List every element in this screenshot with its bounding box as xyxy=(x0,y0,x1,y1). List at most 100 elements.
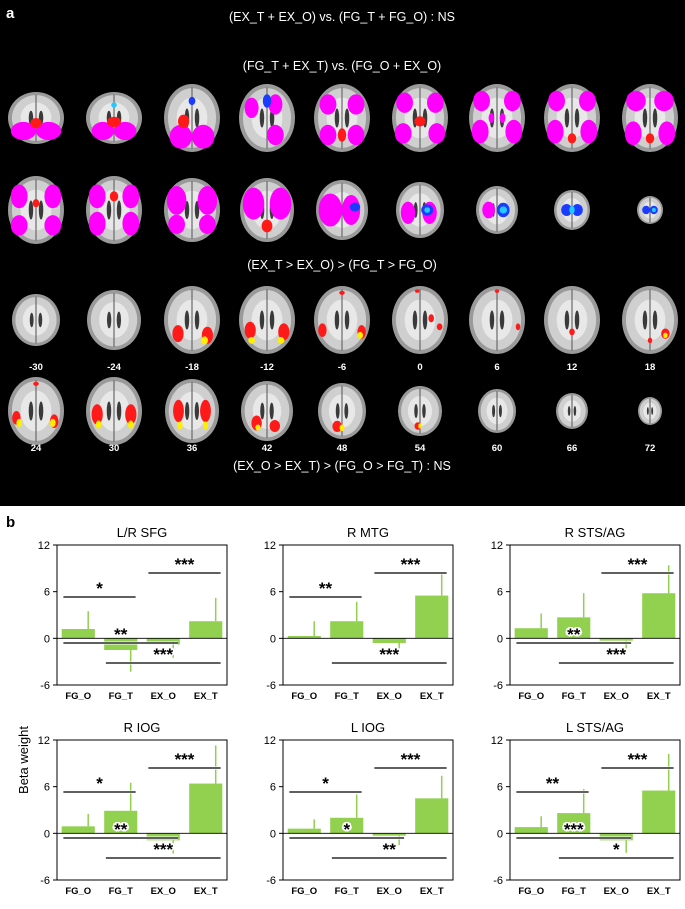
brain-slice xyxy=(392,84,448,152)
y-tick-label: -6 xyxy=(493,875,503,887)
brain-slice xyxy=(8,176,64,244)
brain-slice xyxy=(544,84,600,152)
brain-slice xyxy=(12,294,60,346)
panel-a-title-1: (EX_T + EX_O) vs. (FG_T + FG_O) : NS xyxy=(229,10,455,24)
brain-slice xyxy=(478,389,516,433)
slice-label: 18 xyxy=(645,362,656,373)
y-tick-label: 12 xyxy=(264,540,276,552)
bar xyxy=(557,617,591,639)
bar xyxy=(61,826,95,834)
brain-slice xyxy=(314,286,370,354)
brain-slice xyxy=(86,377,142,445)
x-tick-label: EX_T xyxy=(647,886,671,897)
x-tick-label: EX_T xyxy=(194,691,218,702)
brain-slice xyxy=(87,290,141,350)
bar xyxy=(330,621,364,639)
x-tick-label: FG_T xyxy=(109,886,133,897)
panel-a-title-3: (EX_T > EX_O) > (FG_T > FG_O) xyxy=(247,258,437,272)
bar xyxy=(372,638,406,643)
slice-label: -24 xyxy=(107,362,121,373)
y-tick-label: 12 xyxy=(491,540,503,552)
x-tick-label: FG_O xyxy=(65,886,91,897)
x-tick-label: FG_T xyxy=(335,886,359,897)
bar xyxy=(415,798,449,834)
bar xyxy=(104,810,138,834)
bar xyxy=(557,813,591,834)
y-tick-label: 0 xyxy=(44,828,50,840)
bar xyxy=(514,628,548,639)
brain-slice xyxy=(8,377,64,445)
bar xyxy=(514,827,548,834)
slice-label: -18 xyxy=(185,362,199,373)
x-tick-label: EX_O xyxy=(604,691,629,702)
y-tick-label: 12 xyxy=(38,540,50,552)
significance-label: ** xyxy=(319,579,333,598)
slice-label: -12 xyxy=(260,362,274,373)
significance-label: * xyxy=(322,774,329,793)
x-tick-label: FG_O xyxy=(65,691,91,702)
brain-slice xyxy=(622,84,678,152)
brain-slice xyxy=(239,84,295,152)
significance-label: * xyxy=(613,840,620,859)
brain-slice xyxy=(469,286,525,354)
y-tick-label: 6 xyxy=(44,782,50,794)
bar xyxy=(146,638,180,645)
bar xyxy=(189,783,223,834)
panel-a-label: a xyxy=(6,5,15,22)
x-tick-label: EX_T xyxy=(194,886,218,897)
significance-label: ** xyxy=(114,820,128,839)
y-tick-label: 12 xyxy=(38,735,50,747)
slice-label: 0 xyxy=(417,362,422,373)
slice-label: 60 xyxy=(492,443,503,454)
chart-title: L IOG xyxy=(351,720,385,735)
y-tick-label: 0 xyxy=(497,828,503,840)
y-tick-label: -6 xyxy=(266,680,276,692)
brain-slice xyxy=(314,84,370,152)
x-tick-label: EX_T xyxy=(420,886,444,897)
chart-title: R IOG xyxy=(124,720,161,735)
brain-slice xyxy=(8,92,64,144)
y-tick-label: 0 xyxy=(44,633,50,645)
significance-label: *** xyxy=(401,555,421,574)
panel-a-title-4: (EX_O > EX_T) > (FG_O > FG_T) : NS xyxy=(233,459,451,473)
x-tick-label: FG_O xyxy=(291,691,317,702)
chart-title: R MTG xyxy=(347,525,389,540)
slice-label: 36 xyxy=(187,443,198,454)
y-tick-label: 12 xyxy=(491,735,503,747)
x-tick-label: EX_T xyxy=(647,691,671,702)
y-tick-label: -6 xyxy=(40,680,50,692)
bar xyxy=(642,593,676,639)
y-tick-label: 6 xyxy=(497,587,503,599)
slice-label: 30 xyxy=(109,443,120,454)
bar xyxy=(642,790,676,834)
significance-label: *** xyxy=(401,750,421,769)
slice-label: -6 xyxy=(338,362,346,373)
significance-label: *** xyxy=(628,555,648,574)
x-tick-label: FG_O xyxy=(518,886,544,897)
bar xyxy=(189,621,223,639)
x-tick-label: EX_O xyxy=(151,691,176,702)
y-tick-label: 0 xyxy=(270,633,276,645)
slice-label: 66 xyxy=(567,443,578,454)
slice-label: 6 xyxy=(494,362,499,373)
x-tick-label: EX_O xyxy=(377,691,402,702)
brain-slice xyxy=(164,178,220,242)
brain-slices-row-2 xyxy=(8,176,663,244)
brain-slices-row-1 xyxy=(8,84,678,152)
bar xyxy=(415,595,449,639)
bar xyxy=(61,629,95,639)
y-tick-label: 6 xyxy=(270,782,276,794)
y-tick-label: 6 xyxy=(497,782,503,794)
brain-slice xyxy=(398,386,442,436)
significance-label: * xyxy=(343,820,350,839)
brain-slice xyxy=(240,178,294,242)
significance-label: ** xyxy=(114,625,128,644)
y-tick-label: 0 xyxy=(497,633,503,645)
brain-slice xyxy=(164,84,220,152)
